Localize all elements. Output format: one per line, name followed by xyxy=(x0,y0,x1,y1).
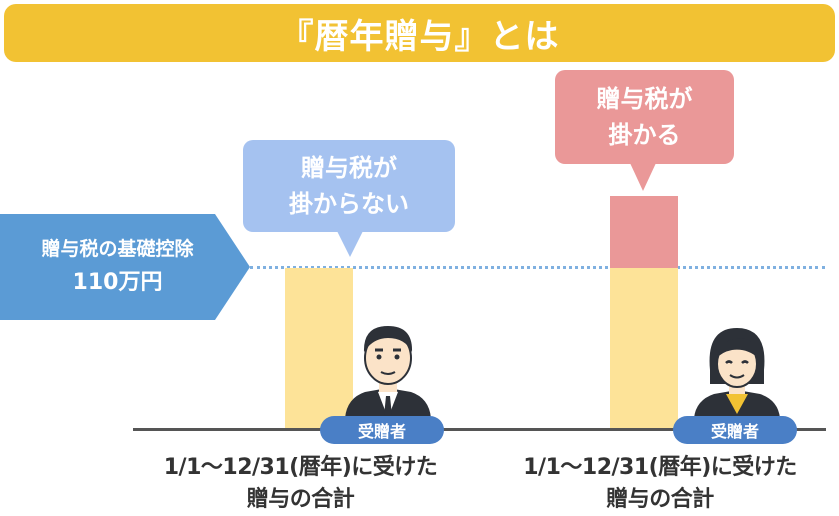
deduction-threshold-line xyxy=(250,266,825,269)
caption-right-line1: 1/1〜12/31(暦年)に受けた xyxy=(523,455,797,480)
gift-total-bar-right-excess xyxy=(610,196,678,268)
arrow-shape xyxy=(0,214,250,320)
tax-bubble-tail xyxy=(630,163,656,191)
deduction-label-line2: 110万円 xyxy=(72,270,163,295)
tax-bubble: 贈与税が 掛かる xyxy=(555,70,734,164)
deduction-arrow: 贈与税の基礎控除 110万円 xyxy=(0,214,250,320)
tax-bubble-line2: 掛かる xyxy=(608,121,681,149)
deduction-label: 贈与税の基礎控除 110万円 xyxy=(10,232,225,300)
tax-bubble-line1: 贈与税が xyxy=(596,85,693,113)
no-tax-bubble: 贈与税が 掛からない xyxy=(243,140,455,232)
no-tax-bubble-line2: 掛からない xyxy=(289,190,409,218)
baseline xyxy=(133,428,826,431)
gift-total-bar-left xyxy=(285,268,353,430)
gift-total-bar-right-base xyxy=(610,268,678,430)
caption-left-line2: 贈与の合計 xyxy=(246,487,355,512)
caption-left-line1: 1/1〜12/31(暦年)に受けた xyxy=(163,455,438,480)
recipient-badge-left: 受贈者 xyxy=(320,416,444,444)
deduction-label-line1: 贈与税の基礎控除 xyxy=(41,238,194,260)
no-tax-bubble-tail xyxy=(337,231,363,257)
caption-left: 1/1〜12/31(暦年)に受けた 贈与の合計 xyxy=(128,452,473,516)
no-tax-bubble-line1: 贈与税が xyxy=(301,154,397,182)
caption-right-line2: 贈与の合計 xyxy=(606,487,714,512)
male-recipient-icon xyxy=(343,318,433,422)
caption-right: 1/1〜12/31(暦年)に受けた 贈与の合計 xyxy=(484,452,836,516)
female-recipient-icon xyxy=(692,322,782,422)
page-title: 『暦年贈与』とは xyxy=(279,16,560,57)
recipient-badge-right: 受贈者 xyxy=(673,416,797,444)
title-banner: 『暦年贈与』とは xyxy=(4,4,835,62)
